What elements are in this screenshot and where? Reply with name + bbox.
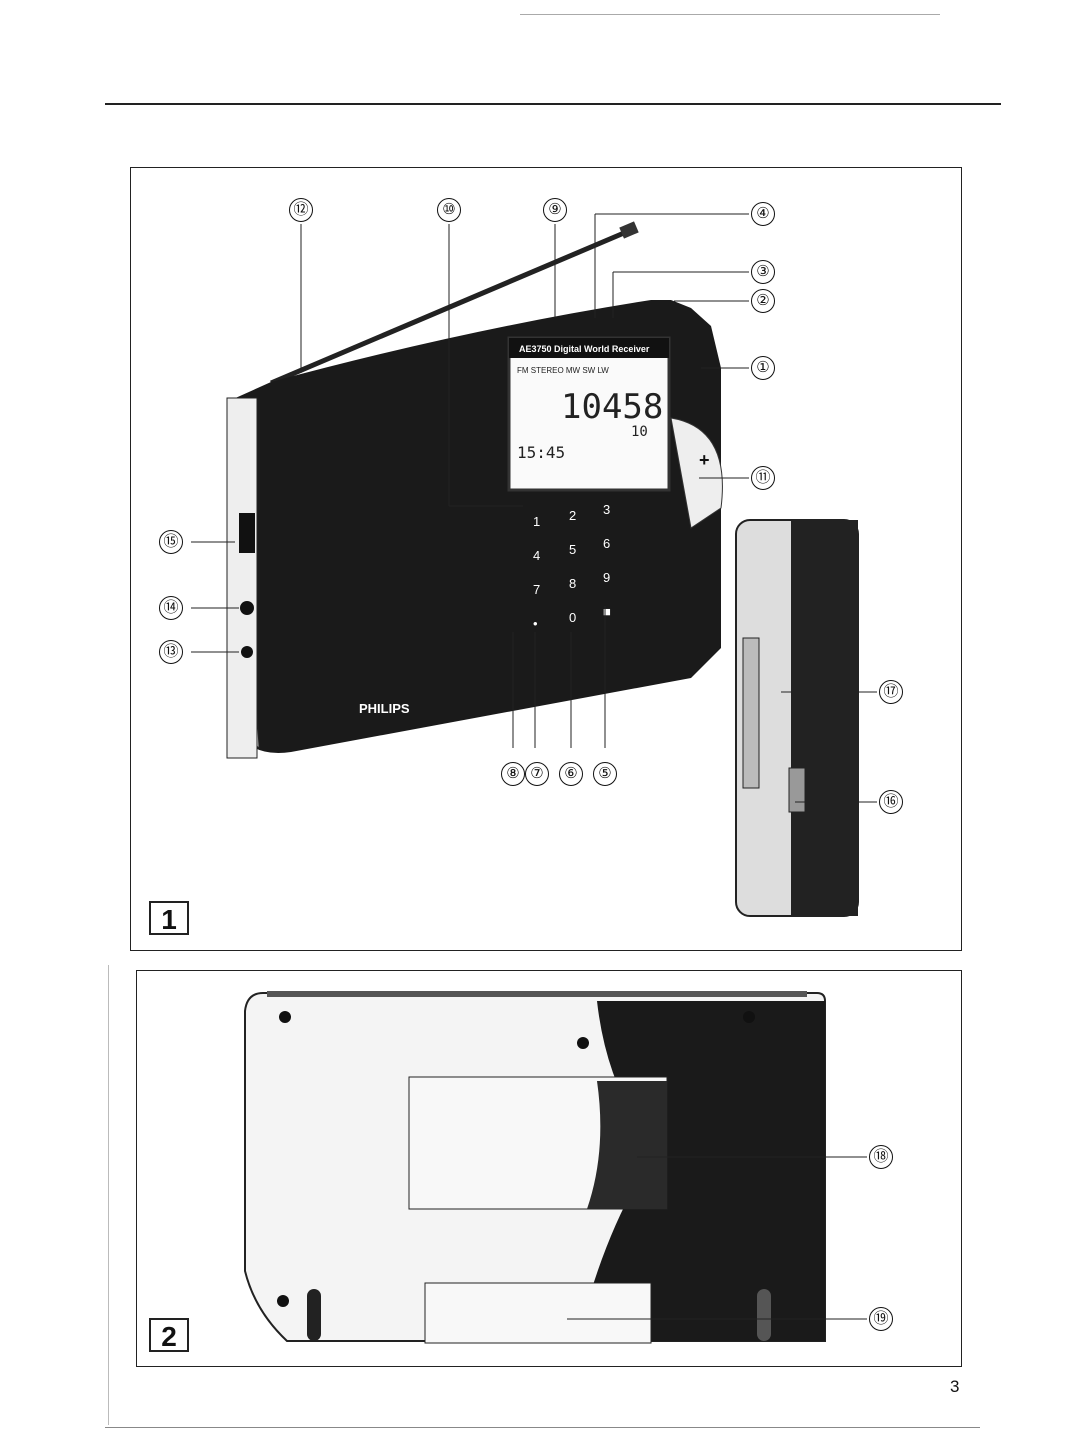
key-dot: • (533, 616, 538, 631)
callout-2: ② (751, 289, 775, 313)
figure-number-1: 1 (149, 901, 189, 935)
radio-front-illustration: AE3750 Digital World Receiver FM STEREO … (191, 213, 877, 917)
footer-rule (105, 1427, 980, 1428)
callout-18: ⑱ (869, 1145, 893, 1169)
display-frequency: 10458 (561, 387, 663, 427)
display-time: 15:45 (517, 443, 565, 462)
display-header: AE3750 Digital World Receiver (519, 344, 650, 354)
key-5: 5 (569, 542, 576, 557)
key-0: 0 (569, 610, 576, 625)
display-bands: FM STEREO MW SW LW (517, 366, 609, 375)
key-3: 3 (603, 502, 610, 517)
key-4: 4 (533, 548, 540, 563)
callout-17: ⑰ (879, 680, 903, 704)
callout-7: ⑦ (525, 762, 549, 786)
key-9: 9 (603, 570, 610, 585)
key-2: 2 (569, 508, 576, 523)
display-preset: 10 (631, 424, 648, 440)
callout-10: ⑩ (437, 198, 461, 222)
svg-text:+: + (699, 450, 710, 470)
page-number: 3 (950, 1377, 960, 1396)
key-square: ■ (603, 604, 611, 619)
callout-6: ⑥ (559, 762, 583, 786)
callout-12: ⑫ (289, 198, 313, 222)
callout-13: ⑬ (159, 640, 183, 664)
callout-5: ⑤ (593, 762, 617, 786)
callout-19: ⑲ (869, 1307, 893, 1331)
callout-16: ⑯ (879, 790, 903, 814)
header-rule (105, 103, 1001, 105)
callout-4: ④ (751, 202, 775, 226)
callout-14: ⑭ (159, 596, 183, 620)
callout-3: ③ (751, 260, 775, 284)
callout-9: ⑨ (543, 198, 567, 222)
radio-back-illustration (244, 991, 867, 1344)
callout-11: ⑪ (751, 466, 775, 490)
figure-1: AE3750 Digital World Receiver FM STEREO … (130, 167, 962, 951)
key-7: 7 (533, 582, 540, 597)
key-8: 8 (569, 576, 576, 591)
left-margin-rule (108, 965, 109, 1425)
brand-logo: PHILIPS (359, 701, 410, 716)
figure-2: ⑱ ⑲ 2 (136, 970, 962, 1367)
scan-mark (520, 14, 940, 15)
key-1: 1 (533, 514, 540, 529)
key-6: 6 (603, 536, 610, 551)
callout-15: ⑮ (159, 530, 183, 554)
callout-1: ① (751, 356, 775, 380)
callout-8: ⑧ (501, 762, 525, 786)
figure-number-2: 2 (149, 1318, 189, 1352)
